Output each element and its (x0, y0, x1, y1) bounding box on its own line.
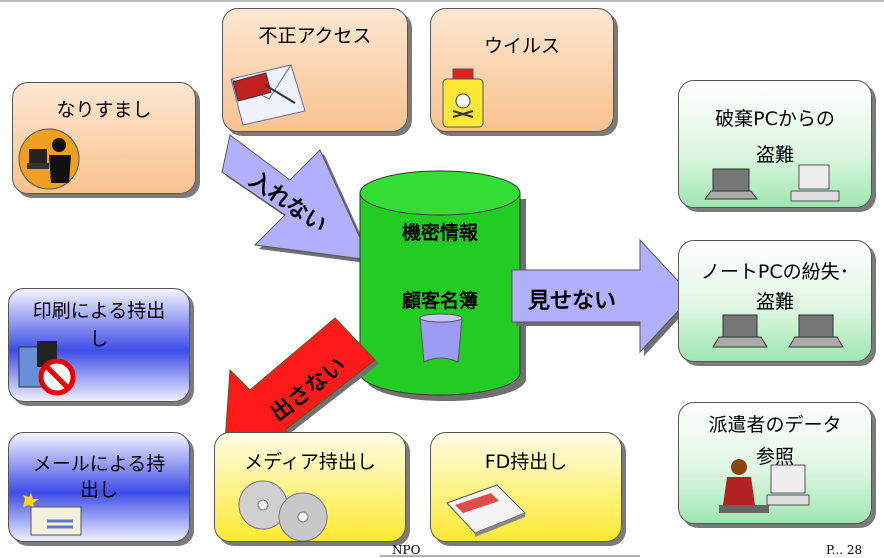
arrow-show-label: 見せない (528, 289, 617, 314)
box-fusei-access: 不正アクセス (222, 8, 408, 132)
top-divider (0, 0, 884, 2)
cd-disc-icon (238, 480, 328, 541)
box-insatsu: 印刷による持出 し (8, 288, 190, 402)
box-narisumashi-label: なりすまし (56, 99, 152, 121)
hacker-icon (18, 128, 80, 190)
arrow-show (511, 238, 696, 356)
box-mail: メールによる持 出し (8, 432, 190, 542)
box-fusei-access-label: 不正アクセス (258, 25, 372, 47)
laptop-desktop-icon (704, 164, 840, 202)
footer-right: P... 28 (826, 543, 863, 557)
box-haken: 派遣者のデータ 参照 (678, 402, 872, 524)
center-label-2: 顧客名簿 (401, 290, 478, 312)
footer-left: NPO (392, 543, 421, 557)
mail-icon (23, 493, 82, 536)
letter-bomb-icon (230, 64, 306, 126)
box-media-label: メディア持出し (244, 451, 376, 473)
box-virus: ウイルス (430, 8, 614, 132)
box-mail-label: メールによる持 出し (32, 453, 166, 501)
laptops-icon (712, 314, 844, 348)
box-haken-label: 派遣者のデータ 参照 (708, 414, 842, 468)
office-worker-icon (719, 459, 810, 513)
floppy-disk-icon (446, 484, 526, 537)
arrow-in (221, 134, 374, 264)
scroll-icon (419, 313, 463, 363)
box-fd: FD持出し (430, 432, 622, 542)
box-narisumashi: なりすまし (12, 82, 196, 194)
database-cylinder (359, 170, 526, 401)
box-insatsu-label: 印刷による持出 し (32, 300, 166, 350)
center-label-1: 機密情報 (401, 222, 478, 244)
box-media: メディア持出し (214, 432, 406, 542)
box-haiki-pc-label: 破棄PCからの 盗難 (715, 108, 835, 166)
box-note-pc-label: ノートPCの紛失･ 盗難 (700, 261, 850, 313)
poison-bottle-icon (442, 68, 484, 128)
box-note-pc: ノートPCの紛失･ 盗難 (678, 240, 872, 362)
box-virus-label: ウイルス (483, 35, 560, 57)
no-print-icon (18, 341, 76, 396)
box-haiki-pc: 破棄PCからの 盗難 (678, 80, 872, 208)
box-fd-label: FD持出し (484, 451, 568, 473)
